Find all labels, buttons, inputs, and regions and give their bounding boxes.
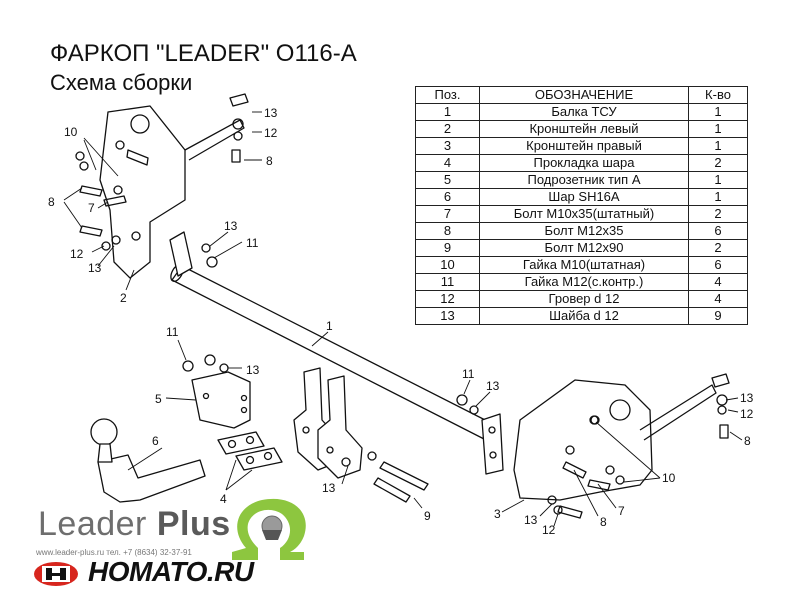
cell-designation: Шайба d 12 xyxy=(479,307,689,325)
callout-12a: 12 xyxy=(264,126,278,140)
callout-11a: 11 xyxy=(246,236,259,250)
callout-7a: 7 xyxy=(88,201,95,215)
callout-13e: 13 xyxy=(322,481,336,495)
callout-13a: 13 xyxy=(264,106,278,120)
leader-lines xyxy=(63,111,743,527)
callout-13f: 13 xyxy=(486,379,500,393)
callout-13d: 13 xyxy=(246,363,260,377)
brand-name-light: Leader xyxy=(38,505,147,543)
shop-name: HOMATO.RU xyxy=(88,556,254,587)
callout-11b: 11 xyxy=(166,325,179,339)
cell-quantity: 1 xyxy=(688,171,748,189)
callout-3: 3 xyxy=(494,507,501,521)
callout-8a: 8 xyxy=(48,195,55,209)
callout-4: 4 xyxy=(220,492,227,506)
callout-13g: 13 xyxy=(524,513,538,527)
callout-8c: 8 xyxy=(600,515,607,529)
fasteners xyxy=(75,118,729,519)
cell-position: 13 xyxy=(415,307,480,325)
callout-5: 5 xyxy=(155,392,162,406)
callout-8b: 8 xyxy=(266,154,273,168)
page-subtitle: Схема сборки xyxy=(50,70,193,95)
shop-logo-icon xyxy=(34,562,78,586)
tow-beam xyxy=(169,231,504,479)
tow-ball xyxy=(90,418,206,503)
cell-designation: Прокладка шара xyxy=(479,154,689,172)
callout-8d: 8 xyxy=(744,434,751,448)
cell-designation: Подрозетник тип А xyxy=(479,171,689,189)
callout-6: 6 xyxy=(152,434,159,448)
callout-7b: 7 xyxy=(618,504,625,518)
callout-13h: 13 xyxy=(740,391,754,405)
socket-plate xyxy=(191,371,251,429)
column-header-position: Поз. xyxy=(415,86,480,104)
leader-plus-logo-icon xyxy=(232,498,306,560)
callout-10a: 10 xyxy=(64,125,78,139)
cell-designation: Шар SH16A xyxy=(479,188,689,206)
callout-12b: 12 xyxy=(70,247,84,261)
callout-10b: 10 xyxy=(662,471,676,485)
right-bracket xyxy=(513,373,730,501)
page-title: ФАРКОП "LEADER" О116-А xyxy=(50,40,357,67)
cell-designation: Кронштейн левый xyxy=(479,120,689,138)
cell-position: 11 xyxy=(415,273,480,291)
callout-12d: 12 xyxy=(740,407,754,421)
callout-13c: 13 xyxy=(224,219,238,233)
table-header-row: Поз. ОБОЗНАЧЕНИЕ К-во xyxy=(415,86,748,104)
brand-contacts: www.leader-plus.ru тел. +7 (8634) 32-37-… xyxy=(36,548,192,557)
callout-2: 2 xyxy=(120,291,127,305)
callout-11c: 11 xyxy=(462,367,475,381)
cell-quantity: 9 xyxy=(688,307,748,325)
callout-1: 1 xyxy=(326,319,333,333)
callout-9: 9 xyxy=(424,509,431,523)
brand-name-bold: Plus xyxy=(156,505,231,543)
left-bracket xyxy=(99,93,249,279)
brand-name: Leader Plus xyxy=(38,505,231,544)
callout-13b: 13 xyxy=(88,261,102,275)
cell-designation: Болт М12х90 xyxy=(479,239,689,257)
ball-shims xyxy=(217,431,283,471)
callout-12c: 12 xyxy=(542,523,556,537)
cell-designation: Гайка М10(штатная) xyxy=(479,256,689,274)
